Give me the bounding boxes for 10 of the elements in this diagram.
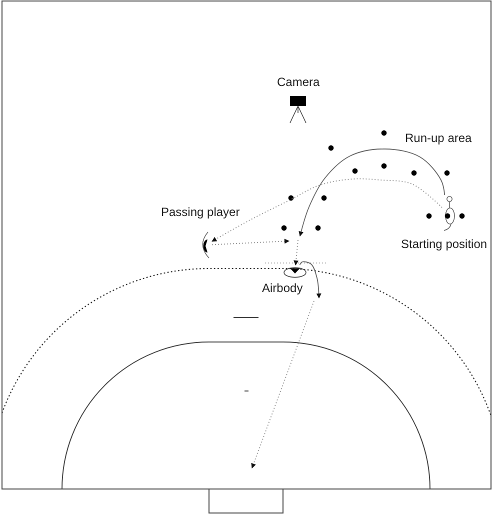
node-label: Airbody bbox=[262, 281, 303, 295]
arrow bbox=[298, 148, 446, 236]
dotted-arrow bbox=[212, 178, 442, 242]
dotted-arrow bbox=[294, 240, 299, 266]
arrow bbox=[299, 261, 322, 298]
node-label: Passing player bbox=[161, 205, 240, 219]
dotted-arrow bbox=[212, 238, 290, 246]
text-label: Run-up area bbox=[405, 131, 472, 145]
node-label: Starting position bbox=[401, 237, 488, 251]
text-label: Camera bbox=[277, 75, 320, 89]
